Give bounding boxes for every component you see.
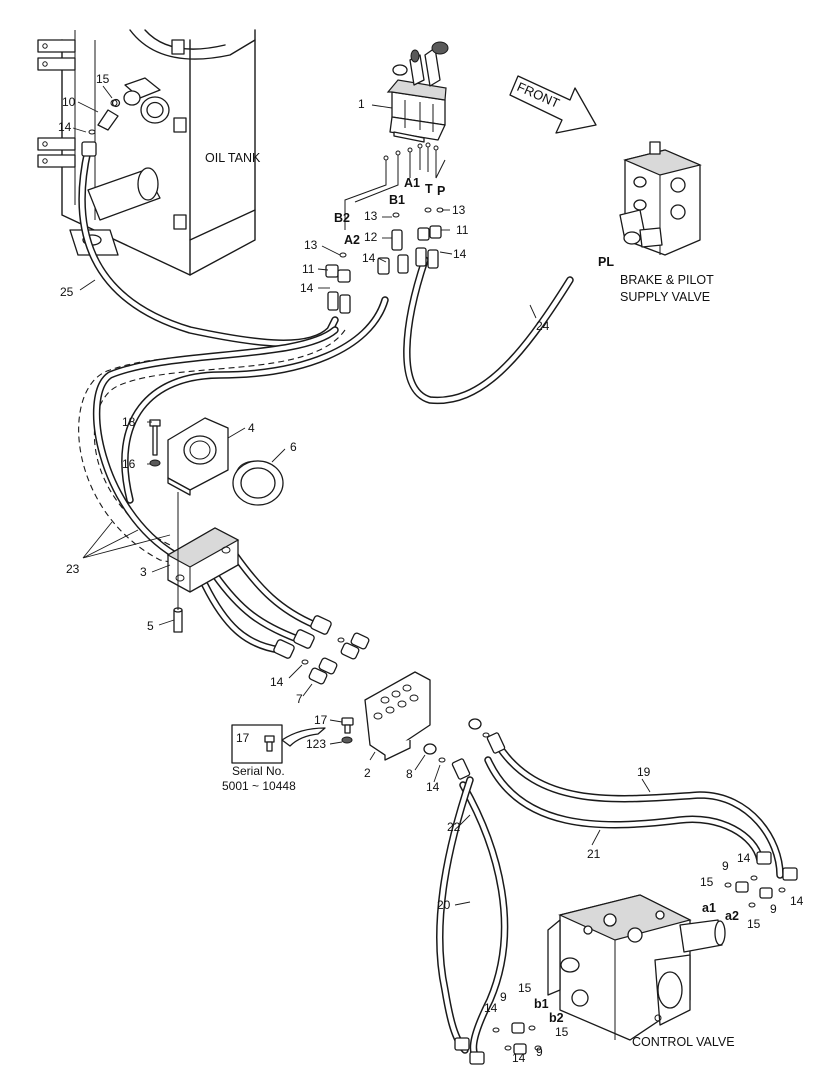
callout: 11: [302, 262, 315, 276]
inset-part-number: 17: [236, 731, 250, 745]
clamp-bracket-4: [167, 417, 229, 496]
brake-pilot-label-1: BRAKE & PILOT: [620, 273, 714, 287]
hose-24: [403, 256, 574, 405]
callout: 14: [453, 247, 467, 261]
callout: 3: [140, 565, 147, 579]
serial-inset: 17: [231, 724, 326, 764]
callout: 14: [300, 281, 314, 295]
port-a1-lower: a1: [702, 901, 716, 915]
callout: 5: [147, 619, 154, 633]
control-valve-fittings: [454, 851, 798, 1065]
callout: 13: [452, 203, 466, 217]
callout-numbers: 1 10 15 14 25 13 13 12 11 14 14 13 11 14…: [58, 72, 804, 1065]
callout: 11: [456, 223, 469, 237]
port-b1: B1: [389, 193, 405, 207]
pin-5: [173, 492, 183, 633]
callout: 14: [484, 1001, 498, 1015]
callout: 7: [296, 692, 303, 706]
hoses-to-bracket: [201, 551, 319, 654]
port-a2-lower: a2: [725, 909, 739, 923]
callout: 19: [637, 765, 651, 779]
callout: 15: [96, 72, 110, 86]
grommet-6: [232, 460, 284, 506]
callout: 13: [364, 209, 378, 223]
mid-fittings: [273, 615, 370, 685]
callout: 12: [364, 230, 378, 244]
hose-21: [484, 756, 764, 864]
port-b1-lower: b1: [534, 997, 549, 1011]
port-a1: A1: [404, 176, 420, 190]
bolt-18: [149, 419, 161, 456]
clamp-block-3: [166, 527, 240, 593]
hose-23-bundle: [78, 296, 389, 563]
callout: 14: [737, 851, 751, 865]
callout: 14: [790, 894, 804, 908]
callout: 20: [437, 898, 451, 912]
callout: 16: [122, 457, 136, 471]
port-labels: A1 B1 B2 A2 T P PL a1 a2 b1 b2: [334, 176, 739, 1025]
hose-22: [459, 781, 509, 1064]
callout: 9: [722, 859, 729, 873]
callout: 123: [306, 737, 326, 751]
port-p: P: [437, 184, 445, 198]
serial-label: Serial No.: [232, 764, 285, 778]
callout: 25: [60, 285, 74, 299]
callout: 9: [770, 902, 777, 916]
callout: 6: [290, 440, 297, 454]
bulkhead-bracket-2: [364, 671, 431, 761]
callout: 9: [500, 990, 507, 1004]
upper-fittings: [81, 99, 444, 314]
brake-pilot-label-2: SUPPLY VALVE: [620, 290, 710, 304]
callout: 21: [587, 847, 601, 861]
callout: 15: [747, 917, 761, 931]
callout: 14: [512, 1051, 526, 1065]
control-valve-label: CONTROL VALVE: [632, 1035, 735, 1049]
callout: 22: [447, 820, 461, 834]
pilot-joystick-valve: [386, 41, 449, 143]
port-b2: B2: [334, 211, 350, 225]
captions: OIL TANK BRAKE & PILOT SUPPLY VALVE CONT…: [205, 151, 735, 1049]
callout: 9: [536, 1045, 543, 1059]
callout: 15: [555, 1025, 569, 1039]
leader-lines: [72, 85, 651, 906]
callout: 18: [122, 415, 136, 429]
lower-bracket-fittings: [451, 732, 506, 780]
callout: 4: [248, 421, 255, 435]
callout: 14: [362, 251, 376, 265]
port-t: T: [425, 182, 433, 196]
serial-range: 5001 ~ 10448: [222, 779, 296, 793]
callout: 17: [314, 713, 328, 727]
callout: 2: [364, 766, 371, 780]
hose-19: [494, 741, 784, 879]
hose-20: [436, 776, 474, 1054]
callout: 8: [406, 767, 413, 781]
port-b2-lower: b2: [549, 1011, 564, 1025]
brake-pilot-supply-valve: [619, 141, 702, 256]
callout: 24: [536, 319, 550, 333]
callout: 10: [62, 95, 76, 109]
joystick-port-leaders: [344, 142, 446, 230]
callout: 14: [426, 780, 440, 794]
front-arrow: FRONT: [509, 75, 597, 134]
main-control-valve: [547, 894, 726, 1041]
callout: 14: [270, 675, 284, 689]
callout: 15: [518, 981, 532, 995]
callout: 15: [700, 875, 714, 889]
callout: 13: [304, 238, 318, 252]
nuts-8: [423, 718, 490, 763]
oil-tank-label: OIL TANK: [205, 151, 261, 165]
callout: 1: [358, 97, 365, 111]
callout: 14: [58, 120, 72, 134]
port-a2: A2: [344, 233, 360, 247]
washer-16: [149, 459, 161, 467]
port-pl: PL: [598, 255, 614, 269]
callout: 23: [66, 562, 80, 576]
bolt-17-123: [341, 717, 354, 744]
oil-tank: [37, 29, 256, 276]
